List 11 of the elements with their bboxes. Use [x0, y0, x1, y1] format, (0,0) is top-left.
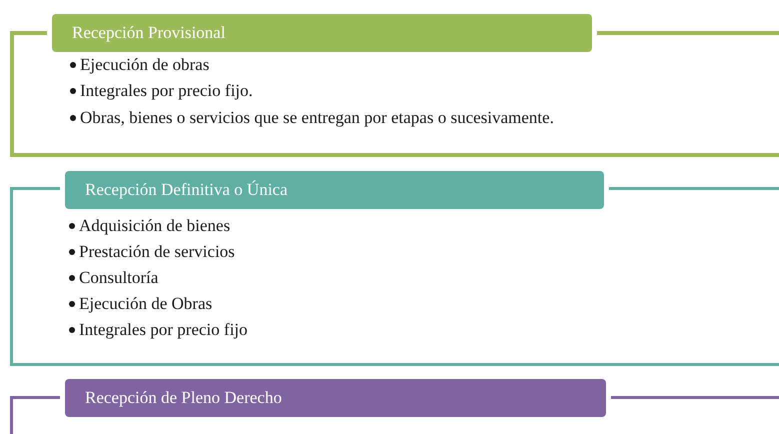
section-header: Recepción de Pleno Derecho: [65, 378, 606, 416]
section-header: Recepción Provisional: [52, 14, 592, 52]
list-item: Prestación de servicios: [79, 241, 235, 263]
list-item: Adquisición de bienes: [79, 215, 230, 237]
list-item: Integrales por precio fijo.: [80, 80, 253, 102]
section-header: Recepción Definitiva o Única: [65, 170, 604, 208]
list-item: Integrales por precio fijo: [79, 319, 248, 341]
list-item: Obras, bienes o servicios que se entregan por etapas o sucesivamente.: [80, 107, 554, 129]
list-item: Ejecución de obras: [80, 54, 210, 76]
list-item: Ejecución de Obras: [79, 293, 212, 315]
list-item: Consultoría: [79, 267, 158, 289]
